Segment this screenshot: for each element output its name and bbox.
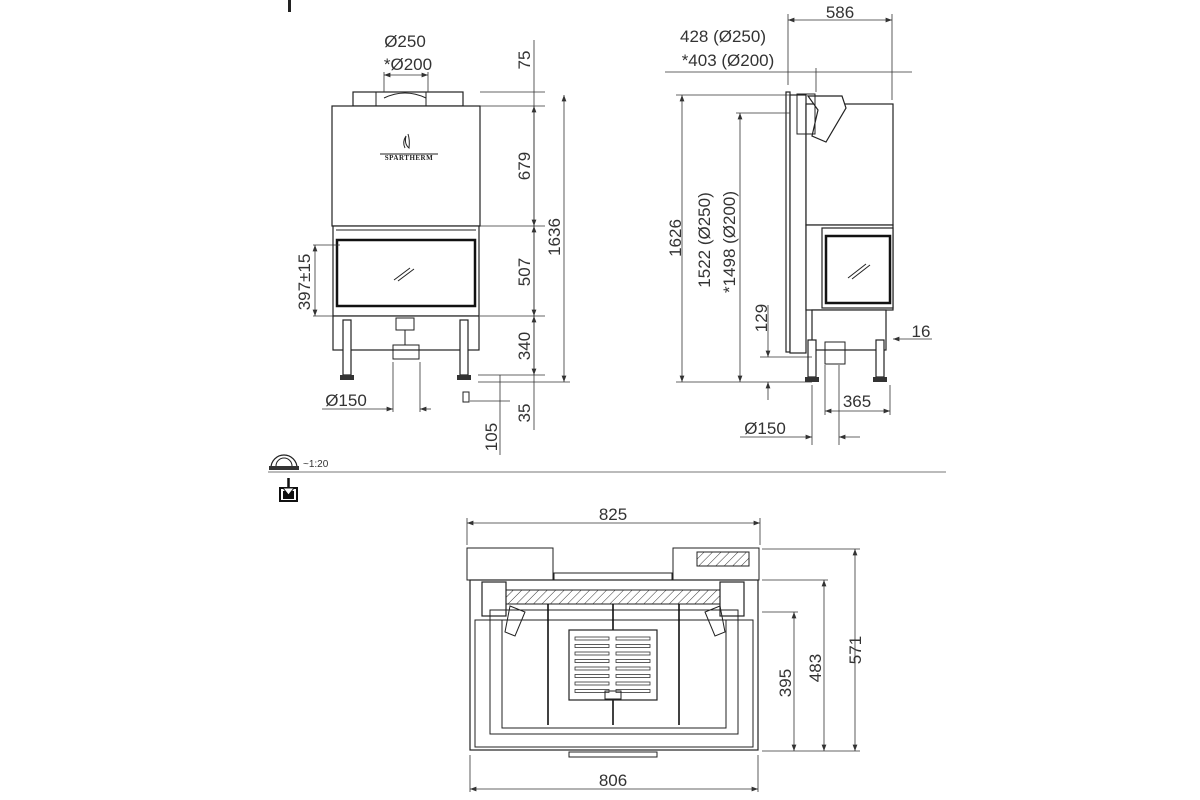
download-icon[interactable] (279, 478, 298, 502)
grate-slot (574, 689, 610, 693)
dim-total-height: 1636 (545, 218, 564, 256)
dim-depth-mid: 483 (806, 654, 825, 682)
grate-slot (574, 674, 610, 678)
spartherm-logo: SPARTHERM (380, 133, 438, 162)
dim-width-outer: 825 (599, 505, 627, 524)
dim-top: 75 (515, 51, 534, 70)
air-inlet (392, 344, 420, 360)
grate-slot (574, 636, 610, 641)
dim-door: 507 (515, 258, 534, 286)
grate-slot (615, 651, 651, 656)
leg-right (459, 319, 469, 376)
dim-flue-diameter-alt: *Ø200 (384, 55, 432, 74)
dim-side-total-height: 1626 (666, 219, 685, 257)
corner-mark (288, 0, 291, 12)
flue-elbow (806, 95, 847, 143)
grate-slot (574, 644, 610, 648)
ash-grate (568, 629, 658, 701)
dim-air-height: 129 (752, 304, 771, 332)
grate-slot (615, 644, 651, 648)
side-view: 586 428 (Ø250) *403 (Ø200) 1626 1522 (Ø2… (665, 3, 932, 445)
dim-air-offset: 365 (843, 392, 871, 411)
svg-text:SPARTHERM: SPARTHERM (385, 154, 433, 162)
dim-upper: 679 (515, 152, 534, 180)
top-view: 825 806 571 483 395 (466, 505, 865, 792)
dim-width-inner: 806 (599, 771, 627, 790)
grate-slot (615, 674, 651, 678)
grate-slot (574, 659, 610, 663)
dim-flue-offset-alt: *403 (Ø200) (682, 51, 775, 70)
grate-slot (615, 666, 651, 671)
grate-slot (615, 636, 651, 641)
scale-label: ~1:20 (303, 459, 329, 470)
dim-flue-height: 1522 (Ø250) (695, 192, 714, 287)
flue-collar (352, 91, 464, 107)
side-glass (824, 234, 892, 305)
dim-depth: 586 (826, 3, 854, 22)
dim-flue-diameter: Ø250 (384, 32, 426, 51)
leg-left (342, 319, 352, 376)
side-base (811, 309, 887, 351)
dim-feet-adjust: 105 (482, 423, 501, 451)
dim-feet: 35 (515, 404, 534, 423)
dim-depth-total: 571 (846, 636, 865, 664)
protractor-scale-icon (269, 454, 299, 470)
dim-side-air-inlet: Ø150 (744, 419, 786, 438)
upper-housing (331, 105, 481, 227)
dim-frame: 16 (912, 322, 931, 341)
dim-flue-height-alt: *1498 (Ø200) (720, 191, 739, 293)
front-view: SPARTHERM Ø250 *Ø200 75 679 (295, 32, 570, 455)
grate-slot (574, 681, 610, 686)
dim-air-inlet: Ø150 (325, 391, 367, 410)
dim-depth-inner: 395 (776, 669, 795, 697)
scale-indicator: ~1:20 (269, 454, 329, 470)
rear-brick (504, 589, 726, 605)
glass-door (335, 238, 477, 308)
dim-glass-height: 397±15 (295, 254, 314, 311)
dim-base: 340 (515, 332, 534, 360)
dim-flue-offset: 428 (Ø250) (680, 27, 766, 46)
base-frame (332, 315, 480, 351)
grate-slot (574, 651, 610, 656)
grate-slot (615, 681, 651, 686)
grate-slot (574, 666, 610, 671)
grate-slot (615, 659, 651, 663)
